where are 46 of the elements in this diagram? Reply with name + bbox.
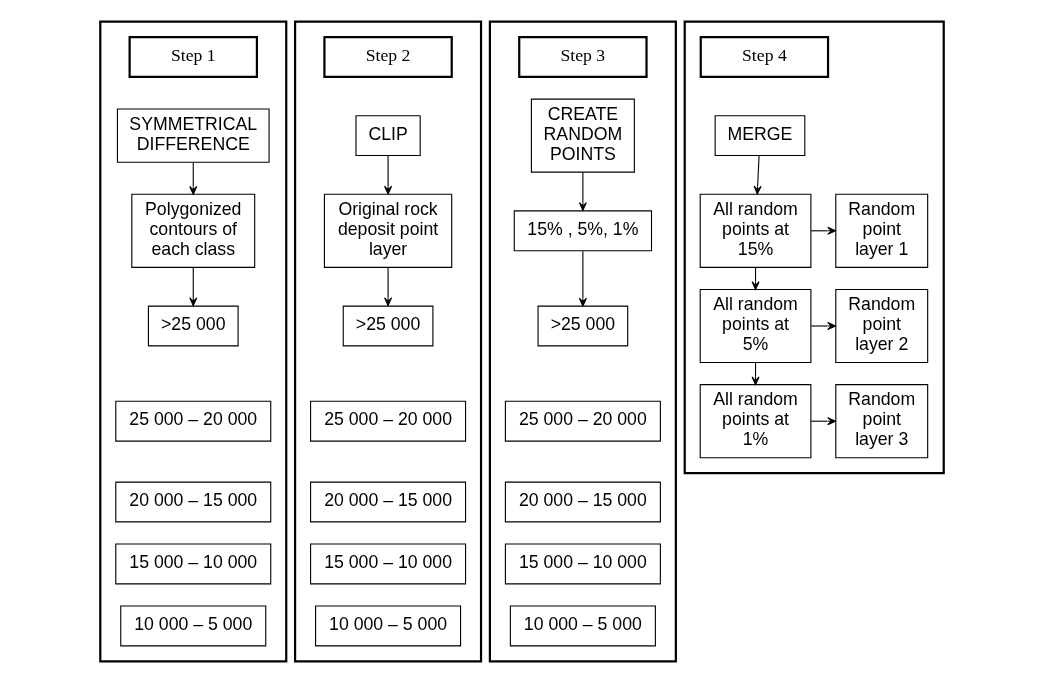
- arrow: [383, 155, 392, 195]
- node-box: CLIP: [354, 115, 421, 157]
- arrow: [578, 171, 587, 211]
- node-box: 25 000 – 20 000: [504, 400, 661, 442]
- node-box: 20 000 – 15 000: [309, 481, 466, 523]
- node-box: 15 000 – 10 000: [309, 543, 466, 585]
- node-box: Random point layer 2: [834, 288, 928, 364]
- node-box: 15 000 – 10 000: [114, 543, 271, 585]
- node-box: 15% , 5%, 1%: [513, 210, 652, 252]
- node-box: Step 1: [128, 36, 258, 79]
- arrow: [810, 417, 836, 426]
- arrow: [383, 267, 392, 307]
- node-box: MERGE: [714, 115, 805, 157]
- node-box: 25 000 – 20 000: [309, 400, 466, 442]
- node-box: 15 000 – 10 000: [504, 543, 661, 585]
- node-box: Step 2: [322, 36, 453, 79]
- cluster: [98, 20, 287, 663]
- node-box: >25 000: [147, 305, 239, 347]
- node-box: Random point layer 1: [834, 193, 928, 268]
- node-box: Step 3: [517, 36, 648, 79]
- node-box: 10 000 – 5 000: [119, 605, 266, 647]
- cluster: [293, 20, 482, 663]
- node-box: 10 000 – 5 000: [509, 605, 656, 647]
- cluster: [683, 20, 945, 475]
- node-box: Polygonized contours of each class: [130, 193, 255, 268]
- arrow: [810, 226, 836, 235]
- node-box: CREATE RANDOM POINTS: [530, 98, 635, 173]
- node-box: All random points at 15%: [699, 193, 811, 268]
- arrow: [578, 250, 587, 307]
- node-box: Original rock deposit point layer: [323, 193, 452, 268]
- arrow: [753, 155, 762, 195]
- node-box: All random points at 1%: [699, 384, 811, 459]
- node-box: 20 000 – 15 000: [114, 481, 271, 523]
- node-box: 20 000 – 15 000: [504, 481, 661, 523]
- node-box: >25 000: [537, 305, 628, 347]
- node-box: SYMMETRICAL DIFFERENCE: [116, 108, 270, 163]
- node-box: Step 4: [699, 36, 829, 79]
- cluster: [488, 20, 677, 663]
- node-box: Random point layer 3: [834, 384, 928, 459]
- node-box: 25 000 – 20 000: [114, 400, 271, 442]
- node-box: All random points at 5%: [699, 288, 811, 364]
- node-box: 10 000 – 5 000: [314, 605, 461, 647]
- arrow: [810, 321, 836, 331]
- arrow: [188, 267, 197, 307]
- arrow: [188, 162, 197, 195]
- node-box: >25 000: [342, 305, 433, 347]
